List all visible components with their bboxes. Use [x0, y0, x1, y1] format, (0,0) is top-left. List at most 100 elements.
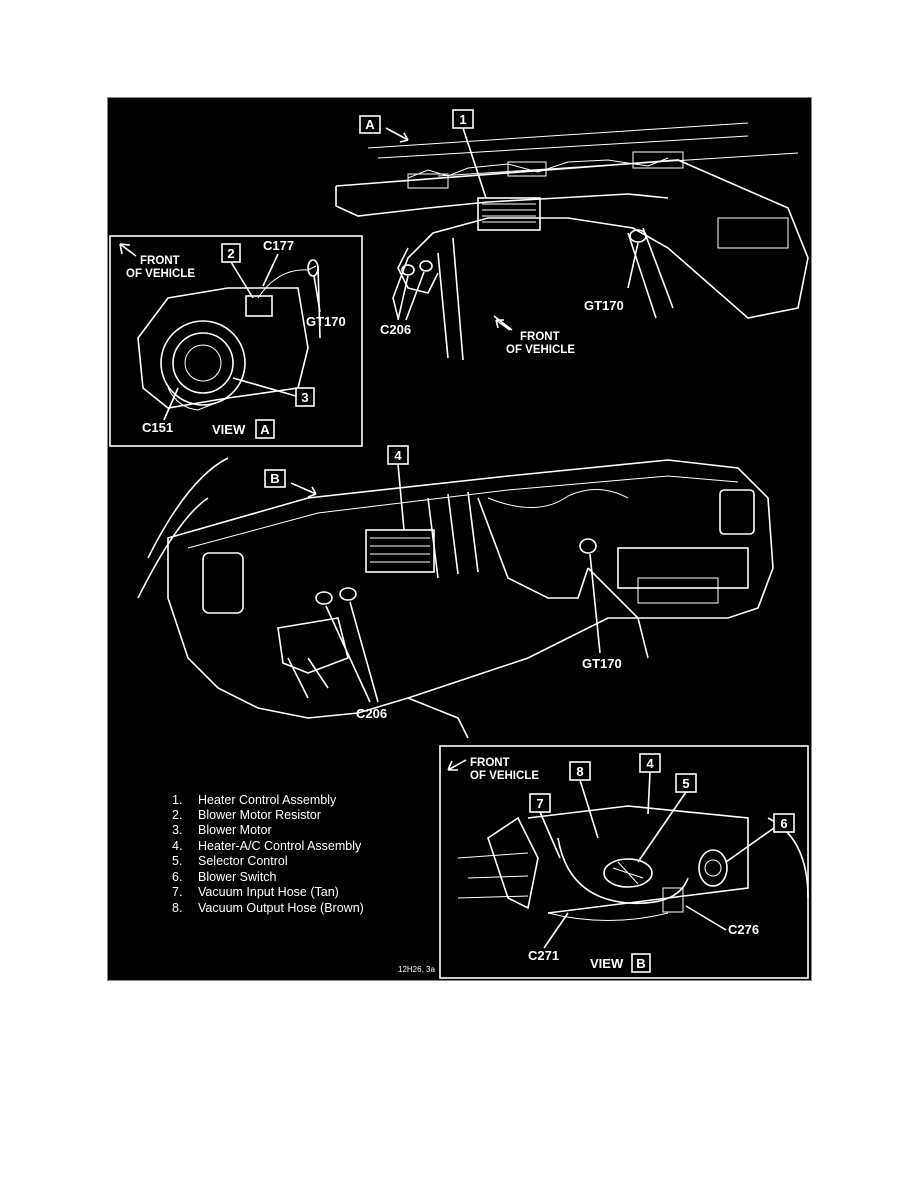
c206-mid-a — [315, 591, 333, 605]
c276-label: C276 — [728, 922, 759, 937]
selector-control — [603, 858, 653, 888]
a-pillar-right — [627, 227, 674, 319]
gt170-a-leader — [313, 275, 321, 313]
front-arrow-b — [447, 759, 467, 771]
legend-num: 8. — [172, 901, 182, 915]
a-pillar-left — [437, 237, 464, 361]
callout-3-box — [295, 387, 315, 407]
view-a-label: VIEW — [212, 422, 246, 437]
c206-top-a — [401, 264, 415, 276]
c206-mid-label: C206 — [356, 706, 387, 721]
callout-4b: 4 — [646, 756, 654, 771]
c151-leader — [163, 387, 179, 421]
gt170-mid-leader — [589, 553, 601, 654]
callout-4b-leader — [647, 771, 651, 815]
view-b-direction-letter: B — [270, 471, 279, 486]
module-1 — [407, 173, 449, 189]
diagram-svg: A 1 GT170 C206 FRONT OF VEHICL — [109, 109, 809, 979]
front-arrow-top-shaft — [493, 315, 513, 331]
blower-motor-mid — [172, 332, 234, 394]
c206-top-label: C206 — [380, 322, 411, 337]
vacuum-hoses — [557, 837, 689, 905]
legend-text: Blower Motor — [198, 823, 272, 837]
c151-wire — [167, 387, 229, 411]
c276-leader — [685, 905, 727, 931]
legend-text: Heater-A/C Control Assembly — [198, 839, 362, 853]
callout-8: 8 — [576, 764, 583, 779]
c276-connector — [662, 887, 684, 913]
dash-outline — [167, 459, 774, 719]
top-scene: A 1 GT170 C206 FRONT OF VEHICL — [335, 109, 809, 361]
legend-num: 3. — [172, 823, 182, 837]
legend-num: 6. — [172, 870, 182, 884]
callout-4: 4 — [394, 448, 402, 463]
b-left-lines — [457, 852, 529, 899]
callout-5-leader — [637, 791, 687, 863]
figure-code: 12H26, 3a — [398, 965, 435, 974]
heater-control-lines — [482, 203, 536, 223]
blower-housing — [137, 287, 309, 409]
legend-item: 5. Selector Control — [172, 854, 288, 868]
b-housing — [527, 805, 749, 914]
front-arrow-top — [495, 319, 511, 331]
legend-text: Heater Control Assembly — [198, 793, 337, 807]
callout-1-leader — [462, 127, 487, 199]
view-b-frame — [439, 745, 809, 979]
gt170-top-ground — [629, 229, 647, 243]
front-b-line2: OF VEHICLE — [470, 770, 539, 782]
blower-switch-knob — [704, 859, 722, 877]
windshield-lines — [367, 122, 799, 177]
steering-column — [277, 617, 349, 674]
legend-num: 2. — [172, 808, 182, 822]
selector-detail — [612, 861, 644, 885]
diagram-figure: A 1 GT170 C206 FRONT OF VEHICL — [107, 97, 812, 981]
view-b-arrow — [290, 482, 317, 498]
gt170-top-label: GT170 — [584, 298, 624, 313]
center-duct — [487, 488, 629, 508]
vent-left — [202, 552, 244, 614]
vent-right-mid — [719, 489, 755, 535]
c206-top-b — [419, 260, 433, 272]
blower-motor-inner — [184, 344, 222, 382]
callout-1: 1 — [459, 112, 466, 127]
legend-text: Selector Control — [198, 854, 288, 868]
dash-top-outline — [335, 159, 809, 319]
vent-right — [717, 217, 789, 249]
legend-item: 1. Heater Control Assembly — [172, 793, 337, 807]
callout-7: 7 — [536, 796, 543, 811]
legend: 1. Heater Control Assembly 2. Blower Mot… — [172, 793, 435, 974]
legend-item: 7. Vacuum Input Hose (Tan) — [172, 885, 339, 899]
middle-scene: B 4 GT170 C206 — [137, 445, 774, 739]
view-a-arrow — [385, 127, 409, 143]
legend-item: 8. Vacuum Output Hose (Brown) — [172, 901, 364, 915]
callout-2-leader — [230, 261, 254, 299]
c271-leader — [543, 912, 569, 949]
legend-num: 1. — [172, 793, 182, 807]
callout-3-leader — [232, 377, 297, 397]
view-a-letter-box — [255, 419, 275, 439]
front-a-line1: FRONT — [140, 255, 180, 267]
b-left-panel — [487, 816, 539, 910]
callout-4-leader — [397, 463, 405, 531]
legend-text: Vacuum Input Hose (Tan) — [198, 885, 339, 899]
c271-label: C271 — [528, 948, 559, 963]
legend-item: 4. Heater-A/C Control Assembly — [172, 839, 362, 853]
front-arrow-a — [119, 243, 137, 257]
gt170-mid-ground — [579, 538, 597, 554]
dash-upper-line — [187, 475, 739, 549]
view-a-direction-box — [359, 115, 381, 134]
callout-2: 2 — [227, 246, 234, 261]
callout-6: 6 — [780, 816, 787, 831]
gt170-mid-label: GT170 — [582, 656, 622, 671]
blower-switch — [698, 849, 728, 887]
view-b-letter: B — [636, 956, 645, 971]
view-a-inset: FRONT OF VEHICLE 2 C177 GT170 3 C151 VIE… — [109, 235, 363, 447]
c206-mid-b — [339, 587, 357, 601]
lower-lines — [407, 567, 649, 739]
callout-7-leader — [539, 811, 561, 859]
front-a-line2: OF VEHICLE — [126, 268, 195, 280]
front-top-line2: OF VEHICLE — [506, 344, 575, 356]
legend-num: 7. — [172, 885, 182, 899]
callout-8-leader — [579, 779, 599, 839]
legend-item: 6. Blower Switch — [172, 870, 277, 884]
